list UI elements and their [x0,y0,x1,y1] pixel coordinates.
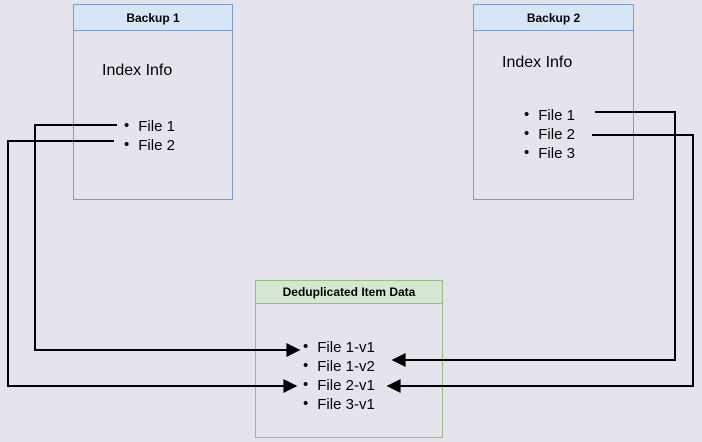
dedup-body: File 1-v1 File 1-v2 File 2-v1 File 3-v1 [256,304,442,438]
backup1-file-item: File 2 [124,136,175,155]
backup1-title: Backup 1 [74,5,232,31]
dedup-file-item: File 3-v1 [303,395,375,414]
backup1-box: Backup 1 Index Info File 1 File 2 [73,4,233,200]
backup2-subtitle: Index Info [502,54,573,71]
backup2-box: Backup 2 Index Info File 1 File 2 File 3 [473,4,634,200]
dedup-title: Deduplicated Item Data [256,281,442,304]
backup1-file-item: File 1 [124,117,175,136]
backup2-file-item: File 1 [524,106,575,125]
backup1-body: Index Info File 1 File 2 [74,31,232,200]
dedup-file-item: File 1-v2 [303,357,375,376]
backup2-file-list: File 1 File 2 File 3 [524,106,575,163]
backup2-title: Backup 2 [474,5,633,31]
backup2-file-item: File 2 [524,125,575,144]
deduplicated-item-data-box: Deduplicated Item Data File 1-v1 File 1-… [255,280,443,438]
backup2-body: Index Info File 1 File 2 File 3 [474,31,633,200]
backup1-file-list: File 1 File 2 [124,117,175,155]
backup2-file-item: File 3 [524,144,575,163]
dedup-file-list: File 1-v1 File 1-v2 File 2-v1 File 3-v1 [303,338,375,414]
dedup-file-item: File 1-v1 [303,338,375,357]
backup1-subtitle: Index Info [102,62,173,79]
dedup-file-item: File 2-v1 [303,376,375,395]
